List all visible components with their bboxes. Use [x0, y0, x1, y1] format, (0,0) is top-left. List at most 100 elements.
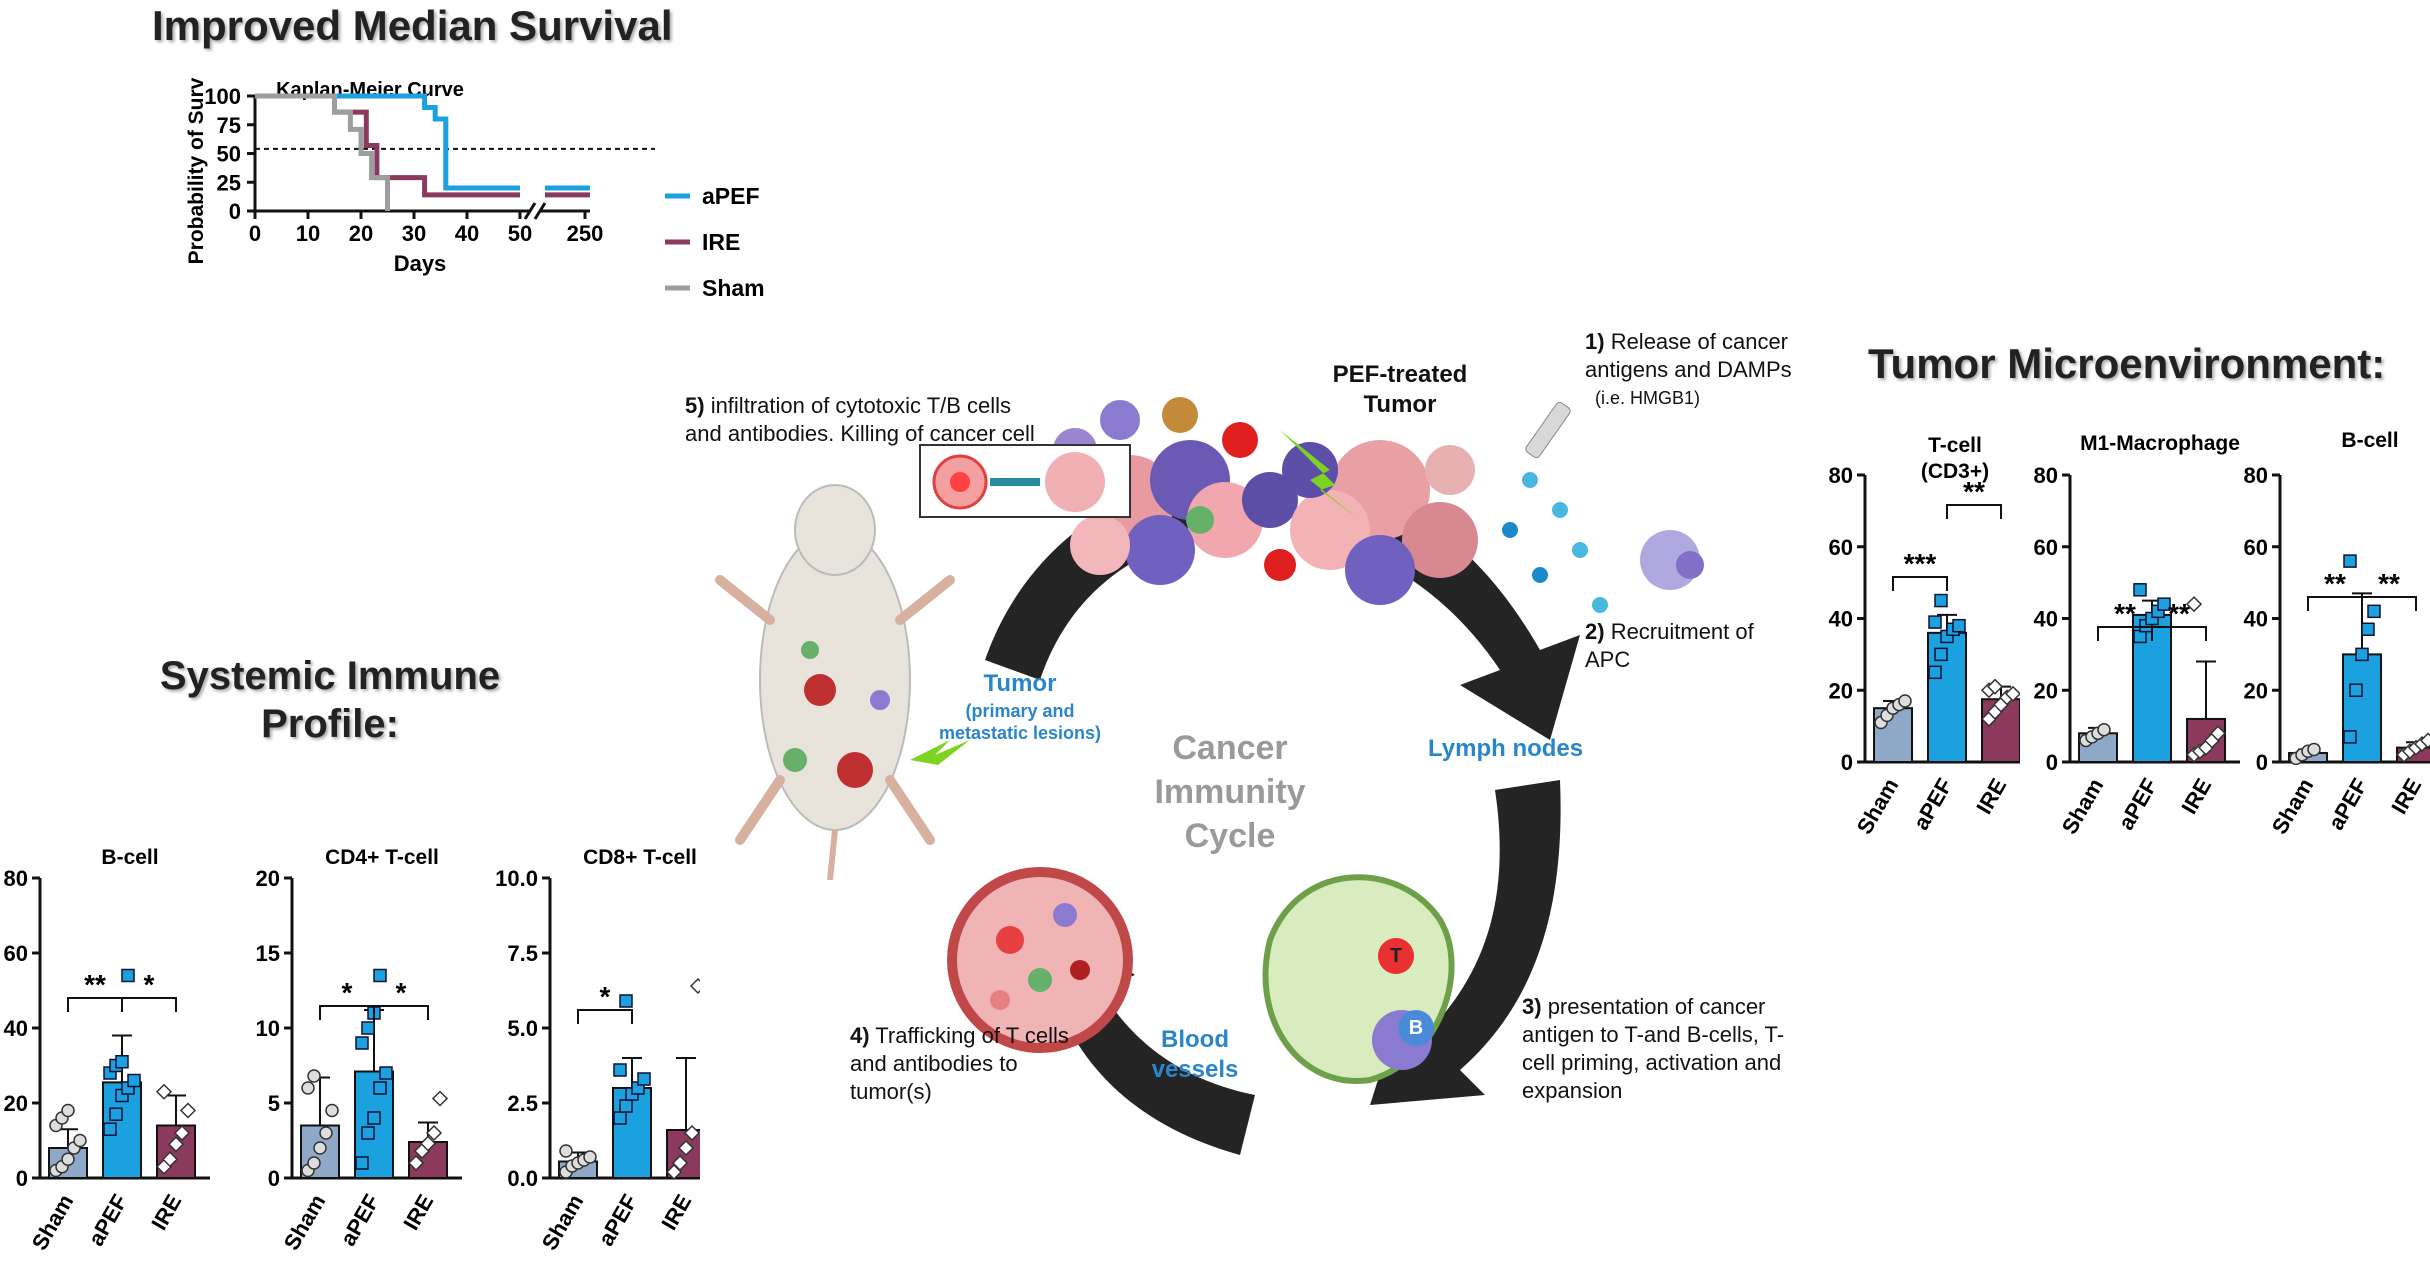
km-y-tick-label: 25 [217, 170, 241, 195]
bar-point-sham [2097, 722, 2111, 737]
bar-y-tick-label: 0 [268, 1166, 280, 1191]
bar-point-sham [301, 1081, 315, 1095]
bar-apef [2342, 653, 2382, 763]
bar-category-label: Sham [27, 1190, 79, 1254]
bar-category-label: Sham [2057, 774, 2109, 838]
bar-point-apef [619, 1099, 633, 1113]
bar-y-tick-label: 0 [2046, 750, 2058, 775]
km-y-tick-label: 100 [204, 84, 241, 109]
survival-heading: Improved Median Survival [152, 2, 673, 49]
bar-point-ire [2209, 725, 2227, 742]
significance-label: ** [2114, 598, 2136, 629]
significance-bracket [2361, 596, 2417, 611]
bar-point-ire [677, 1139, 695, 1157]
significance-bracket [1946, 504, 2002, 519]
stage-tumor-sub-label: (primary and metastatic lesions) [938, 701, 1102, 743]
bar-point-apef [1952, 618, 1966, 633]
bar-y-tick-label: 10 [256, 1016, 280, 1041]
km-x-tick-label: 10 [296, 221, 320, 246]
bar-y-tick-label: 80 [2244, 463, 2268, 488]
bar-y-tick-label: 60 [4, 941, 28, 966]
bar-point-apef [1928, 665, 1942, 680]
km-x-tick-label: 50 [508, 221, 532, 246]
significance-label: * [144, 969, 155, 1000]
km-legend-label-apef: aPEF [702, 183, 760, 209]
bar-point-ire [431, 1090, 449, 1107]
significance-bracket [577, 1009, 633, 1024]
significance-label: * [396, 977, 407, 1008]
bar-point-apef [109, 1107, 123, 1121]
bar-y-tick-label: 5.0 [507, 1016, 538, 1041]
bar-y-tick-label: 0.0 [507, 1166, 538, 1191]
bar-category-label: aPEF [2323, 774, 2372, 834]
bar-category-label: Sham [2267, 774, 2319, 838]
systemic-heading: Systemic Immune Profile: [159, 654, 501, 746]
blood-vessel-illustration [947, 867, 1133, 1053]
significance-label: ** [2378, 568, 2400, 599]
bar-point-apef [2349, 683, 2363, 697]
bar-y-tick-label: 7.5 [507, 941, 538, 966]
bar-point-sham [73, 1133, 87, 1148]
significance-label: * [342, 977, 353, 1008]
km-y-tick-label: 50 [217, 142, 241, 167]
bar-category-label: Sham [1852, 774, 1904, 838]
km-series-apef [255, 93, 520, 191]
km-legend-label-sham: Sham [702, 275, 765, 301]
bar-point-sham [61, 1152, 75, 1166]
lymph-b-cell-badge: B [1398, 1010, 1434, 1046]
bar-y-tick-label: 40 [1829, 607, 1853, 632]
step-4-body: Trafficking of T cells and antibodies to… [850, 1023, 1069, 1104]
bar-chart-title: B-cell [101, 846, 158, 869]
stage-tumor-label: Tumor [983, 670, 1057, 697]
step-1-note: (i.e. HMGB1) [1595, 388, 1701, 408]
bar-point-apef [115, 1055, 129, 1069]
bar-point-ire [179, 1102, 197, 1119]
bar-category-label: Sham [537, 1190, 589, 1254]
bar-point-apef [2361, 622, 2375, 637]
bar-category-label: IRE [398, 1190, 438, 1234]
bar-point-ire [689, 977, 700, 995]
bar-chart-title: M1-Macrophage [2080, 432, 2240, 455]
lymph-t-cell-badge: T [1378, 938, 1414, 974]
bar-point-ire [683, 1124, 700, 1142]
km-x-tick-label: 0 [249, 221, 261, 246]
bar-point-apef [373, 968, 387, 983]
bar-y-tick-label: 2.5 [507, 1091, 538, 1116]
bar-point-sham [313, 1141, 327, 1155]
bar-y-tick-label: 20 [1829, 678, 1853, 703]
bar-y-tick-label: 40 [4, 1016, 28, 1041]
cycle-center-line3: Cycle [1184, 817, 1276, 855]
bar-point-apef [1934, 593, 1948, 608]
step-1-body: Release of cancer antigens and DAMPs [1585, 329, 1792, 382]
bar-category-label: aPEF [593, 1190, 642, 1250]
significance-bracket [1892, 576, 1948, 591]
pef-tumor-label: PEF-treated Tumor [1332, 361, 1468, 418]
step-1-text: 1) Release of cancer antigens and DAMPs … [1585, 328, 1845, 412]
bar-point-apef [2367, 604, 2381, 619]
step-5-number: 5) [685, 393, 705, 418]
cycle-center-label: Cancer Immunity Cycle [1110, 726, 1350, 858]
bar-point-apef [367, 1111, 381, 1125]
km-axis-break-a [523, 202, 537, 220]
bar-point-apef [2133, 583, 2147, 597]
bar-point-sham [319, 1126, 333, 1140]
bar-chart-title: (CD3+) [1921, 460, 1989, 483]
bar-point-apef [355, 1156, 369, 1170]
step-5-text: 5) infiltration of cytotoxic T/B cells a… [685, 392, 1045, 448]
km-axis-break-b [533, 202, 547, 220]
stage-blood-label: Blood vessels [1151, 1026, 1239, 1083]
bar-point-ire [407, 1154, 425, 1172]
km-series-sham [255, 93, 390, 211]
bar-point-apef [121, 968, 135, 983]
bar-y-tick-label: 60 [2244, 535, 2268, 560]
bar-point-sham [325, 1103, 339, 1118]
km-y-tick-label: 75 [217, 113, 241, 138]
bar-point-sham [307, 1156, 321, 1170]
significance-bracket [2307, 596, 2363, 611]
bar-y-tick-label: 80 [4, 866, 28, 891]
bar-point-ire [167, 1136, 185, 1153]
step-5-body: infiltration of cytotoxic T/B cells and … [685, 393, 1035, 446]
